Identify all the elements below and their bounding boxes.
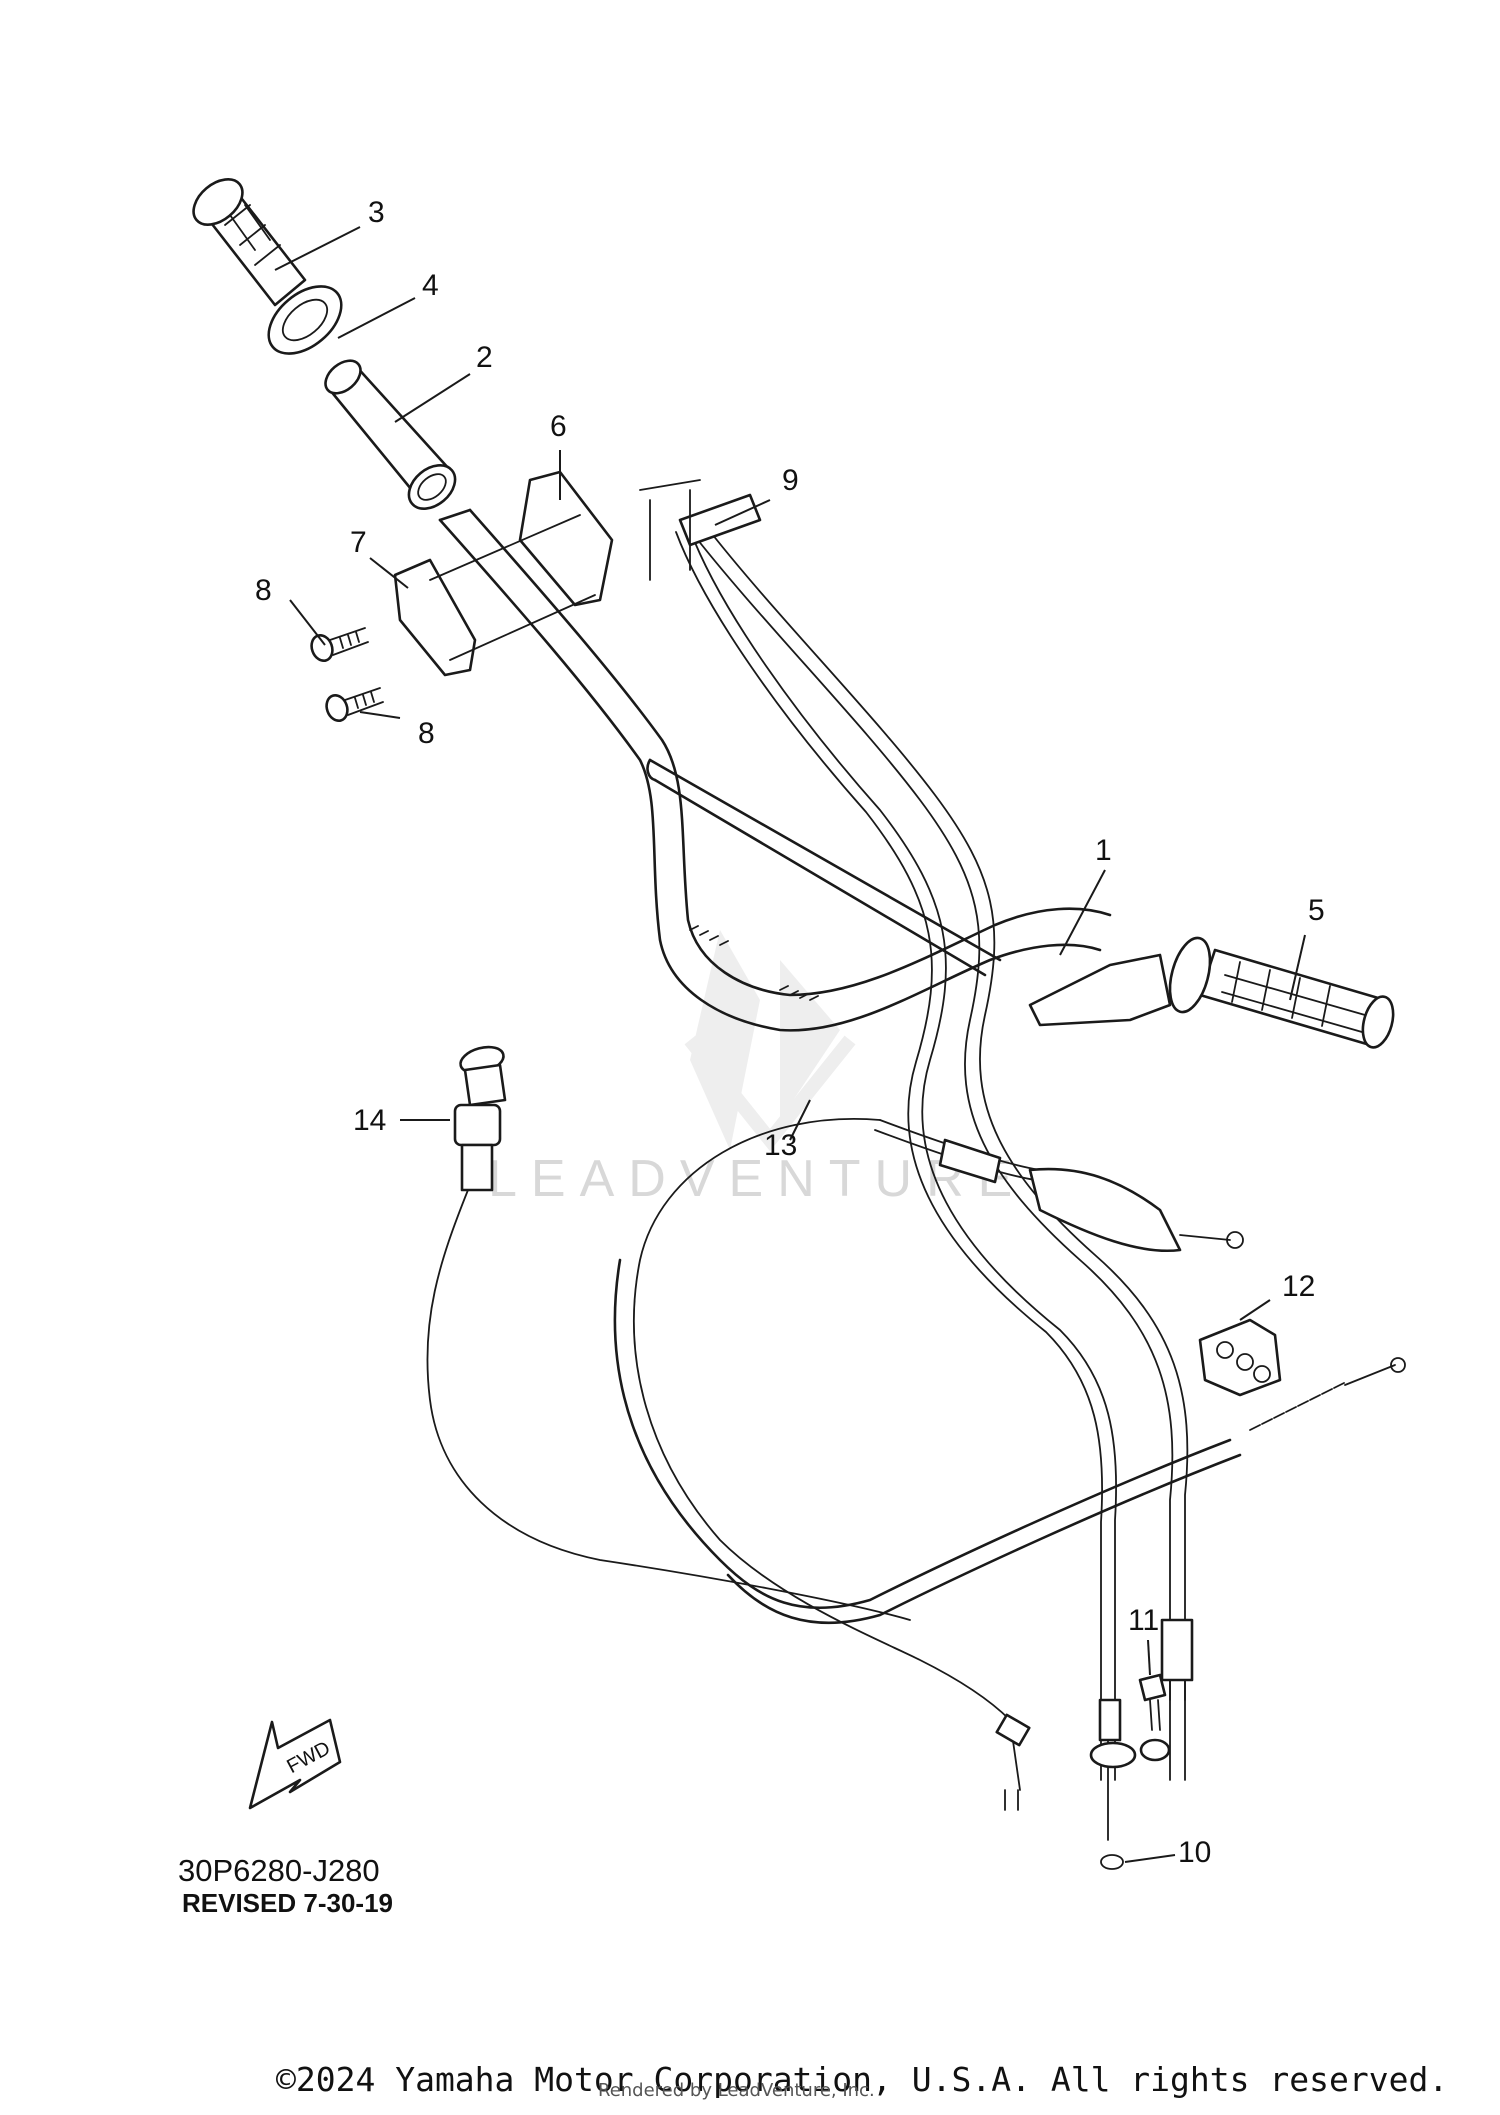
grip-right — [1028, 936, 1395, 1049]
copyright-footer: ©2024 Yamaha Motor Corporation, U.S.A. A… — [276, 2060, 1449, 2099]
part-code: 30P6280-J280 — [178, 1853, 380, 1888]
callout-5: 5 — [1308, 894, 1325, 927]
callout-14: 14 — [353, 1104, 386, 1137]
callout-2: 2 — [476, 341, 493, 374]
grip-left — [192, 178, 307, 307]
callout-labels: 3 4 2 6 7 8 8 9 1 5 13 14 12 11 10 — [255, 196, 1325, 1869]
callout-8-upper: 8 — [255, 574, 272, 607]
leader-lines — [274, 226, 1306, 1863]
revision-note: REVISED 7-30-19 — [182, 1888, 393, 1918]
callout-6: 6 — [550, 410, 567, 443]
callout-10: 10 — [1178, 1836, 1211, 1869]
callout-12: 12 — [1282, 1270, 1315, 1303]
hot-start-cable — [633, 1118, 1244, 1811]
callout-3: 3 — [368, 196, 385, 229]
callout-8-lower: 8 — [418, 717, 435, 750]
forward-arrow: FWD — [248, 1718, 342, 1810]
callout-1: 1 — [1095, 834, 1112, 867]
cable-holder — [1198, 1318, 1282, 1397]
callout-11: 11 — [1128, 1604, 1159, 1637]
callout-4: 4 — [422, 269, 439, 302]
handlebar — [438, 508, 1112, 1032]
watermark-logo — [684, 930, 856, 1152]
grip-collar — [267, 285, 343, 355]
rendered-by-footer: Rendered by LeadVenture, Inc. — [598, 2080, 875, 2101]
bolt — [1138, 1673, 1167, 1731]
throttle-tube — [324, 359, 457, 510]
watermark-text: LEADVENTURE — [488, 1150, 1026, 1208]
o-ring — [1100, 1854, 1124, 1870]
screw-lower — [325, 687, 384, 722]
clutch-cable — [613, 1258, 1406, 1625]
callout-7: 7 — [350, 526, 367, 559]
cable-adjuster — [1089, 1738, 1171, 1769]
callout-9: 9 — [782, 464, 799, 497]
decompression-cable — [426, 1045, 911, 1621]
callout-13: 13 — [764, 1129, 797, 1162]
throttle-cables — [639, 479, 1194, 1841]
